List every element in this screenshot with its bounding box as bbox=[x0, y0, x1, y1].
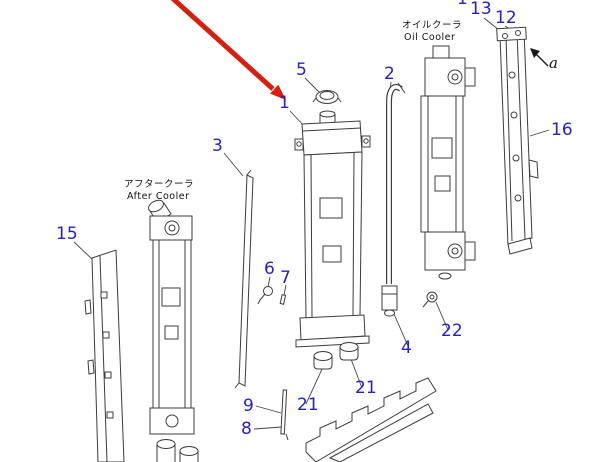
callout-6: 6 bbox=[264, 259, 275, 279]
callout-7: 7 bbox=[280, 268, 291, 288]
view-ref-label: a bbox=[549, 54, 558, 72]
leader-lines bbox=[73, 17, 550, 430]
view-ref-arrow-icon bbox=[530, 48, 549, 67]
right-bracket-part bbox=[496, 26, 539, 255]
after-cooler-part bbox=[148, 199, 199, 462]
oil-cooler-part bbox=[420, 45, 476, 280]
after-cooler-label-jp: アフタークーラ bbox=[124, 179, 195, 190]
callout-9: 9 bbox=[243, 396, 254, 416]
callout-12: 12 bbox=[495, 8, 517, 28]
small-pin-part bbox=[279, 294, 287, 305]
callout-4: 4 bbox=[401, 338, 412, 358]
after-cooler-label-en: After Cooler bbox=[127, 191, 190, 202]
oil-cooler-label-jp: オイルクーラ bbox=[402, 20, 463, 31]
rubber-cap-part bbox=[313, 351, 333, 370]
callout-21: 21 bbox=[297, 395, 319, 415]
pointer-arrow-icon bbox=[170, 0, 286, 100]
callout-2: 2 bbox=[384, 64, 395, 84]
callout-5: 5 bbox=[296, 60, 307, 80]
oil-cooler-label-en: Oil Cooler bbox=[404, 32, 456, 43]
callout-16: 16 bbox=[551, 120, 573, 140]
callout-1: 1 bbox=[457, 0, 468, 8]
bolt-part bbox=[422, 291, 438, 308]
bottom-frame-part bbox=[305, 377, 437, 462]
left-panel-part bbox=[84, 249, 125, 462]
rod-part bbox=[280, 389, 289, 441]
callout-8: 8 bbox=[241, 419, 252, 439]
callout-22: 22 bbox=[441, 321, 463, 341]
strip-bracket-part bbox=[234, 169, 254, 389]
tube-connector-part bbox=[381, 285, 398, 317]
tube-part bbox=[386, 82, 406, 284]
rubber-cap-part bbox=[339, 342, 359, 361]
callout-15: 15 bbox=[56, 224, 78, 244]
small-bolt-part bbox=[257, 286, 273, 305]
callout-21: 21 bbox=[355, 378, 377, 398]
radiator-part bbox=[294, 90, 371, 348]
radiator-cap-part bbox=[312, 90, 342, 104]
callout-13: 13 bbox=[470, 0, 492, 19]
callout-1: 1 bbox=[279, 93, 290, 113]
callout-3: 3 bbox=[212, 136, 223, 156]
